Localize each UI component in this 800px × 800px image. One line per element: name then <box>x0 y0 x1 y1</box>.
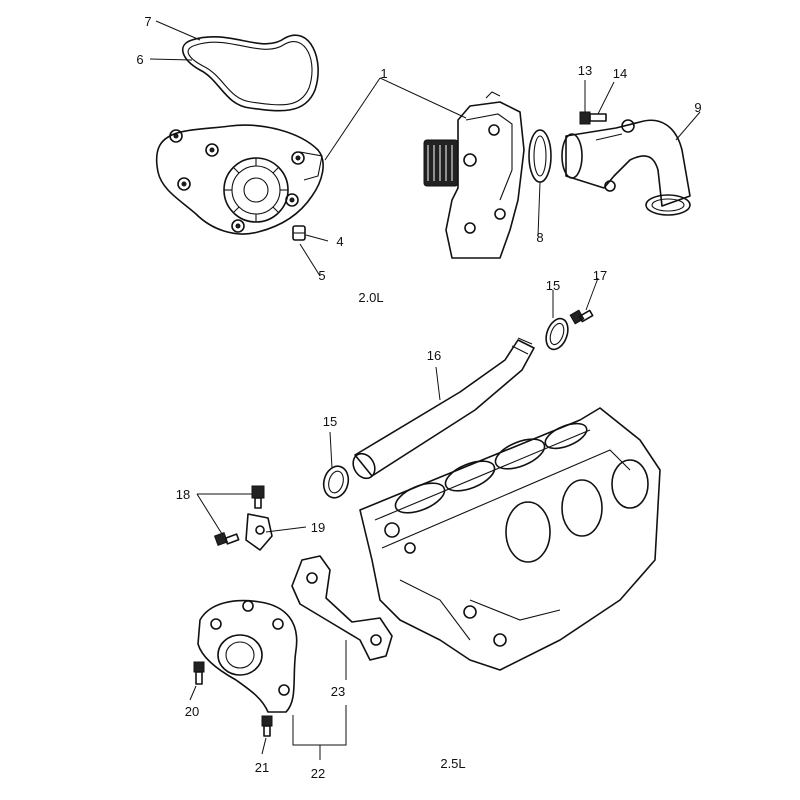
callout-13: 13 <box>578 63 592 78</box>
oring-8 <box>528 129 552 183</box>
bolt-21 <box>261 715 273 737</box>
pump-gasket-23 <box>291 555 393 661</box>
callout-23: 23 <box>331 684 345 699</box>
drain-plug <box>292 225 306 241</box>
callout-14: 14 <box>613 66 627 81</box>
coolant-outlet-elbow <box>561 119 691 216</box>
bolt-18b <box>213 531 240 547</box>
callout-7: 7 <box>144 14 151 29</box>
callout-4: 4 <box>336 234 343 249</box>
callout-19: 19 <box>311 520 325 535</box>
callout-9: 9 <box>694 100 701 115</box>
callout-8: 8 <box>536 230 543 245</box>
callout-21: 21 <box>255 760 269 775</box>
callout-6: 6 <box>136 52 143 67</box>
callout-labels: 7 6 1 4 5 8 9 13 14 15 17 16 15 18 19 23… <box>136 14 701 781</box>
callout-15-lower: 15 <box>323 414 337 429</box>
callout-15-upper: 15 <box>546 278 560 293</box>
variant-label-2-5l: 2.5L <box>440 756 465 771</box>
callout-5: 5 <box>318 268 325 283</box>
cover-plate-19 <box>245 513 273 551</box>
callout-17: 17 <box>593 268 607 283</box>
callout-20: 20 <box>185 704 199 719</box>
bolt-13 <box>579 111 607 125</box>
water-pump-2l-front <box>155 124 324 235</box>
callout-18: 18 <box>176 487 190 502</box>
water-pump-25l <box>197 599 298 713</box>
bolt-17 <box>569 309 594 325</box>
leader-lines <box>149 20 701 760</box>
water-pipe <box>352 337 535 480</box>
bolt-20 <box>193 661 205 685</box>
callout-1: 1 <box>380 66 387 81</box>
callout-16: 16 <box>427 348 441 363</box>
callout-22: 22 <box>311 766 325 781</box>
water-pump-2l-side <box>423 91 525 259</box>
bolt-18 <box>251 485 265 509</box>
oring-15-upper <box>545 317 569 351</box>
variant-label-2-0l: 2.0L <box>358 290 383 305</box>
oring-15-lower <box>322 465 350 499</box>
pump-gasket-oring <box>181 34 319 112</box>
engine-block <box>359 407 661 671</box>
